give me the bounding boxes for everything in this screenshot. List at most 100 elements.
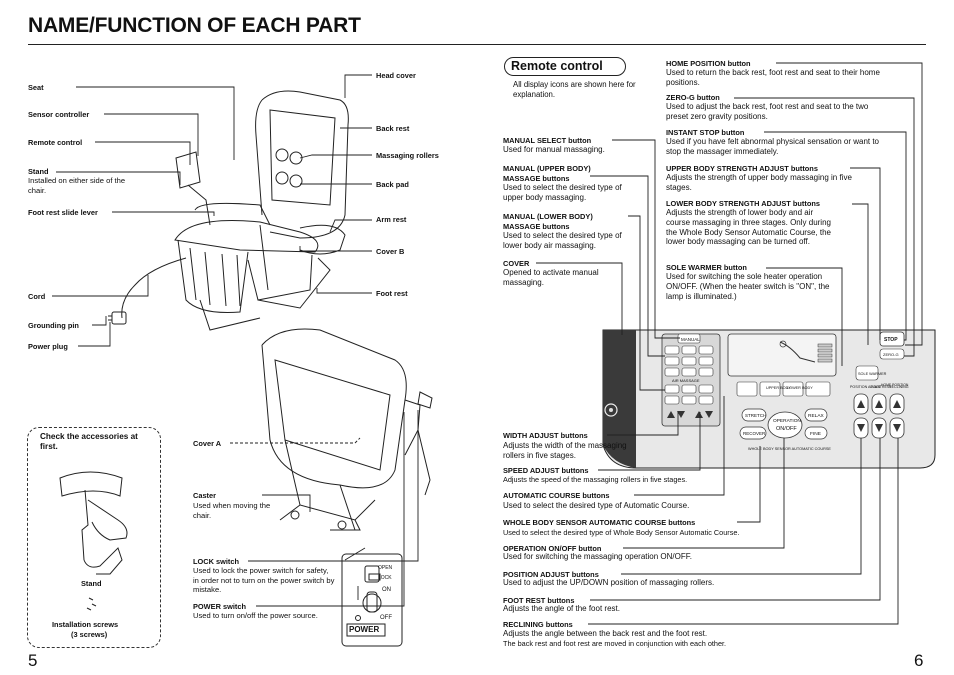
label-caster: Caster	[193, 491, 217, 500]
accessory-stand-illustration	[59, 471, 128, 611]
accessory-screws-count: (3 screws)	[71, 630, 108, 639]
panel-reclining-text: RECLINING	[889, 385, 909, 389]
panel-zerog-text: ZERO-G	[883, 352, 899, 357]
label-zero-g: ZERO-G button	[666, 93, 720, 102]
panel-lower-body-text: LOWER BODY	[787, 386, 813, 390]
page-title: NAME/FUNCTION OF EACH PART	[28, 14, 361, 37]
label-power-plug: Power plug	[28, 342, 68, 351]
label-foot-rest: Foot rest	[376, 289, 408, 298]
left-leader-lines	[52, 74, 419, 607]
desc-whole-body-sensor: Used to select the desired type of Whole…	[503, 528, 740, 537]
label-automatic-course: AUTOMATIC COURSE buttons	[503, 491, 610, 500]
desc-position-adjust: Used to adjust the UP/DOWN position of m…	[503, 578, 715, 587]
title-rule	[28, 44, 926, 45]
label-cord: Cord	[28, 292, 46, 301]
panel-relax-text: RELAX	[808, 413, 825, 419]
accessories-box	[27, 427, 161, 648]
desc-speed-adjust: Adjusts the speed of the massaging rolle…	[503, 475, 688, 484]
desc-manual-lower: Used to select the desired type of lower…	[503, 231, 622, 250]
label-whole-body-sensor: WHOLE BODY SENSOR AUTOMATIC COURSE butto…	[503, 518, 696, 527]
panel-fine-text: FINE	[810, 431, 821, 437]
panel-onoff-text: ON/OFF	[776, 426, 797, 432]
page-number-right: 6	[914, 651, 924, 670]
label-width-adjust: WIDTH ADJUST buttons	[503, 431, 588, 440]
label-remote-control: Remote control	[28, 138, 83, 147]
panel-foot-rest-text: FOOT REST	[871, 385, 892, 389]
panel-upper-body-text: UPPER BODY	[766, 386, 791, 390]
accessories-heading: Check the accessories at first.	[40, 432, 138, 451]
label-reclining: RECLINING buttons	[503, 620, 573, 629]
label-lower-strength: LOWER BODY STRENGTH ADJUST buttons	[666, 199, 820, 208]
lock-switch-description: Used to lock the power switch for safety…	[193, 566, 335, 595]
label-home-position: HOME POSITION button	[666, 59, 751, 68]
switch-power-text: POWER	[349, 625, 380, 634]
accessory-screws-label: Installation screws	[52, 620, 119, 629]
label-instant-stop: INSTANT STOP button	[666, 128, 745, 137]
label-head-cover: Head cover	[376, 71, 416, 80]
label-foot-rest-slide-lever: Foot rest slide lever	[28, 208, 98, 217]
panel-stop-text: STOP	[884, 337, 898, 343]
label-seat: Seat	[28, 83, 44, 92]
desc-upper-strength: Adjusts the strength of upper body massa…	[666, 173, 852, 192]
label-arm-rest: Arm rest	[376, 215, 407, 224]
chair-front-illustration	[108, 90, 349, 331]
panel-air-massage-text: AIR MASSAGE	[672, 378, 700, 383]
switch-open-text: OPEN	[378, 565, 393, 571]
switch-off-text: OFF	[380, 615, 392, 621]
stand-description: Installed on either side of the chair.	[28, 176, 126, 195]
accessory-stand-label: Stand	[81, 579, 102, 588]
remote-note: All display icons are shown here for exp…	[513, 80, 636, 99]
panel-whole-body-text: WHOLE BODY SENSOR AUTOMATIC COURSE	[748, 447, 831, 451]
remote-control-panel: MANUAL AIR MASSAGE UPPER BODY LOWER BODY…	[602, 329, 936, 469]
label-grounding-pin: Grounding pin	[28, 321, 79, 330]
panel-manual-text: MANUAL	[681, 337, 700, 342]
label-cover: COVER	[503, 259, 530, 268]
label-upper-strength: UPPER BODY STRENGTH ADJUST buttons	[666, 164, 818, 173]
desc-reclining-2: The back rest and foot rest are moved in…	[503, 639, 727, 648]
power-switch-description: Used to turn on/off the power source.	[193, 611, 318, 620]
switch-on-text: ON	[382, 587, 391, 593]
label-stand: Stand	[28, 167, 49, 176]
label-power-switch: POWER switch	[193, 602, 246, 611]
desc-lower-strength: Adjusts the strength of lower body and a…	[666, 208, 831, 247]
panel-sole-warmer-text: SOLE WARMER	[858, 372, 887, 376]
desc-manual-upper: Used to select the desired type of upper…	[503, 183, 622, 202]
label-speed-adjust: SPEED ADJUST buttons	[503, 466, 589, 475]
label-sensor-controller: Sensor controller	[28, 110, 90, 119]
label-cover-a: Cover A	[193, 439, 222, 448]
label-back-pad: Back pad	[376, 180, 409, 189]
remote-leader-lines	[536, 62, 923, 625]
label-operation-onoff: OPERATION ON/OFF button	[503, 544, 602, 553]
label-manual-lower: MANUAL (LOWER BODY) MASSAGE buttons	[503, 212, 593, 231]
desc-sole-warmer: Used for switching the sole heater opera…	[666, 272, 830, 301]
label-lock-switch: LOCK switch	[193, 557, 239, 566]
chair-back-illustration	[261, 328, 433, 531]
panel-operation-text: OPERATION	[773, 418, 801, 424]
label-foot-rest-buttons: FOOT REST buttons	[503, 596, 575, 605]
label-back-rest: Back rest	[376, 124, 410, 133]
panel-position-adjust-text: POSITION ADJUST	[850, 385, 883, 389]
power-switch-illustration	[341, 553, 403, 647]
desc-zero-g: Used to adjust the back rest, foot rest …	[666, 102, 869, 121]
label-massaging-rollers: Massaging rollers	[376, 151, 439, 160]
label-cover-b: Cover B	[376, 247, 405, 256]
desc-instant-stop: Used if you have felt abnormal physical …	[666, 137, 880, 156]
panel-recover-text: RECOVER	[743, 431, 766, 436]
desc-manual-select: Used for manual massaging.	[503, 145, 605, 154]
label-manual-select: MANUAL SELECT button	[503, 136, 592, 145]
desc-automatic-course: Used to select the desired type of Autom…	[503, 501, 690, 510]
remote-control-title: Remote control	[504, 57, 626, 76]
desc-operation-onoff: Used for switching the massaging operati…	[503, 552, 692, 561]
panel-stretch-text: STRETCH	[745, 413, 766, 418]
desc-home-position: Used to return the back rest, foot rest …	[666, 68, 880, 87]
label-sole-warmer: SOLE WARMER button	[666, 263, 747, 272]
caster-description: Used when moving the chair.	[193, 501, 271, 520]
desc-foot-rest-buttons: Adjusts the angle of the foot rest.	[503, 604, 620, 613]
desc-cover: Opened to activate manual massaging.	[503, 268, 599, 287]
label-position-adjust: POSITION ADJUST buttons	[503, 570, 599, 579]
label-manual-upper: MANUAL (UPPER BODY) MASSAGE buttons	[503, 164, 591, 183]
panel-home-position-text: HOME POSITION	[881, 383, 909, 387]
desc-reclining: Adjusts the angle between the back rest …	[503, 629, 708, 638]
page-number-left: 5	[28, 651, 38, 670]
